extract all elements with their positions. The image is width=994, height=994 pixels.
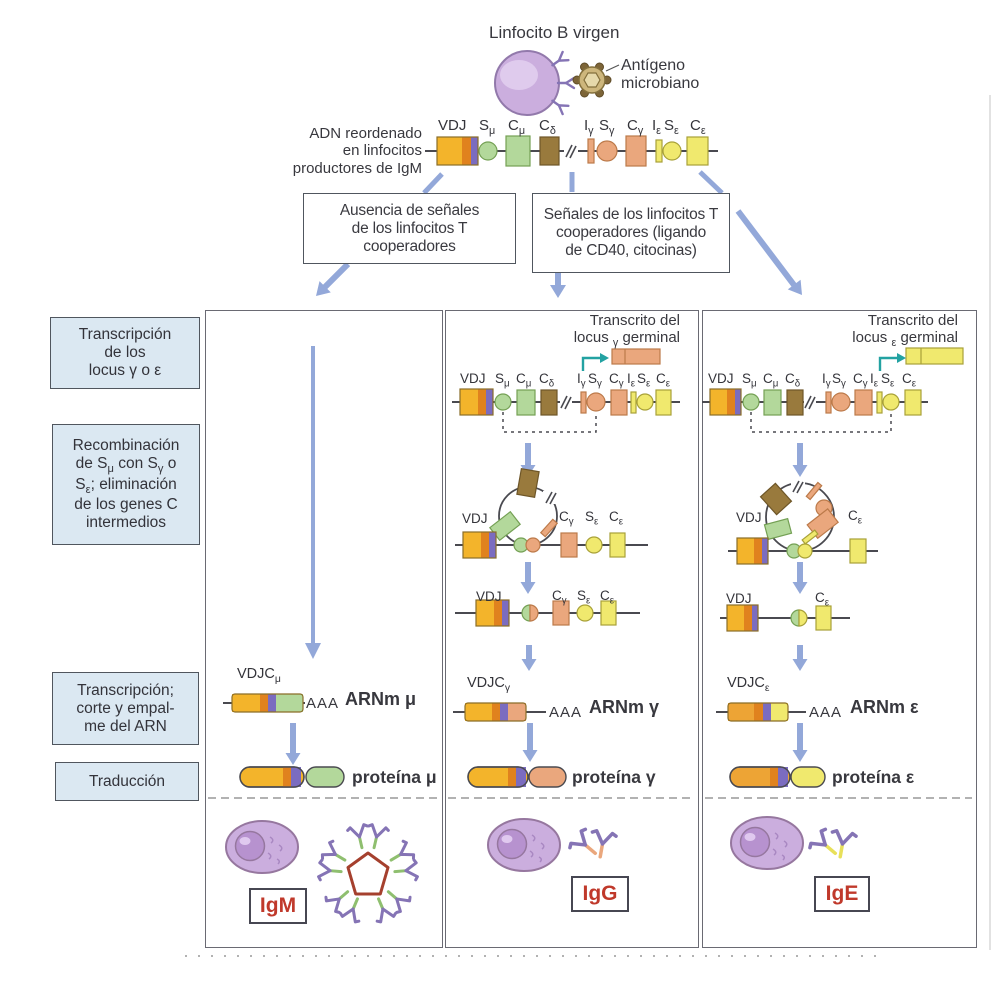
gene-label: Iε	[627, 371, 636, 390]
vdjc-epsilon-label: VDJCε	[727, 675, 770, 694]
panel-igm	[205, 310, 443, 948]
vdjc-mu-label: VDJCμ	[237, 666, 281, 685]
gene-label: VDJ	[708, 371, 734, 386]
panel-ige	[702, 310, 977, 948]
igm-badge: IgM	[249, 888, 307, 924]
step-translation-label: Traducción	[55, 762, 199, 801]
gene-label: Sγ	[832, 371, 846, 390]
gene-label: Cγ	[609, 371, 624, 390]
gene-label: Cε	[815, 590, 830, 609]
gene-label: VDJ	[462, 511, 488, 526]
igg-badge: IgG	[571, 876, 629, 912]
gene-label: Cγ	[853, 371, 868, 390]
t-help-box: Señales de los linfocitos T cooperadores…	[532, 193, 730, 273]
antigen-label-line2: microbiano	[621, 75, 700, 92]
gene-label: VDJ	[726, 591, 752, 606]
gene-label: Iγ	[577, 371, 586, 390]
gene-label: Cγ	[559, 509, 574, 528]
gene-label-seps: Sε	[664, 117, 679, 137]
gene-label-sgamma: Sγ	[599, 117, 615, 137]
epsilon-transcript-label: Transcrito del locus ε germinal	[852, 312, 958, 350]
gene-label: Iγ	[822, 371, 831, 390]
gene-label: Sε	[585, 509, 599, 528]
gene-label: Sγ	[588, 371, 602, 390]
gene-label-ieps: Iε	[652, 117, 661, 137]
ige-badge: IgE	[814, 876, 870, 912]
gene-label-vdj: VDJ	[438, 117, 467, 134]
gene-label: Cδ	[785, 371, 801, 390]
gene-label: Sε	[881, 371, 895, 390]
gene-label: Sμ	[495, 371, 510, 390]
top-connectors	[422, 170, 724, 195]
gene-label: Cμ	[763, 371, 779, 390]
no-t-help-box: Ausencia de señales de los linfocitos T …	[303, 193, 516, 264]
gene-label: Cε	[902, 371, 917, 390]
gene-label-smu: Sμ	[479, 117, 496, 137]
gene-label-cdelta: Cδ	[539, 117, 556, 137]
polya-mu: AAA	[306, 695, 340, 712]
gamma-transcript-label: Transcrito del locus γ germinal	[573, 312, 680, 350]
arnm-gamma-label: ARNm γ	[589, 697, 660, 717]
gene-label: Iε	[870, 371, 879, 390]
gene-label-ceps: Cε	[690, 117, 706, 137]
gene-label: VDJ	[476, 589, 502, 604]
polya-epsilon: AAA	[809, 704, 843, 721]
b-cell-label: Linfocito B virgen	[489, 23, 620, 42]
gene-label-cmu: Cμ	[508, 117, 526, 137]
antigen-label-line1: Antígeno	[621, 57, 686, 74]
b-cell-icon	[494, 50, 576, 116]
gene-label: Cε	[848, 508, 863, 527]
gene-label: Cγ	[552, 588, 567, 607]
gene-label: Cδ	[539, 371, 555, 390]
arnm-epsilon-label: ARNm ε	[850, 697, 919, 717]
gene-label: Cε	[600, 588, 615, 607]
antigen-icon	[572, 62, 620, 98]
polya-gamma: AAA	[549, 704, 583, 721]
gene-label: VDJ	[736, 510, 762, 525]
gene-label: Cμ	[516, 371, 532, 390]
step-transcription-label: Transcripción de los locus γ o ε	[50, 317, 200, 389]
step-splicing-label: Transcripción; corte y empal- me del ARN	[52, 672, 199, 745]
gene-label: Sε	[637, 371, 651, 390]
gene-label-igamma: Iγ	[584, 117, 594, 137]
protein-mu-label: proteína μ	[352, 767, 437, 787]
gene-label-cgamma: Cγ	[627, 117, 644, 137]
arnm-mu-label: ARNm μ	[345, 689, 417, 709]
gene-label: VDJ	[460, 371, 486, 386]
gene-label: Sμ	[742, 371, 757, 390]
gene-label: Cε	[656, 371, 671, 390]
dna-row-top	[425, 135, 718, 167]
protein-gamma-label: proteína γ	[572, 767, 656, 787]
rearranged-dna-label: ADN reordenado en linfocitos productores…	[292, 125, 422, 177]
panel-igg	[445, 310, 699, 948]
gene-label: Sε	[577, 588, 591, 607]
protein-epsilon-label: proteína ε	[832, 767, 915, 787]
vdjc-gamma-label: VDJCγ	[467, 675, 511, 694]
gene-label: Cε	[609, 509, 624, 528]
step-recombination-label: Recombinación de Sμ con Sγ o Sε; elimina…	[52, 424, 200, 545]
